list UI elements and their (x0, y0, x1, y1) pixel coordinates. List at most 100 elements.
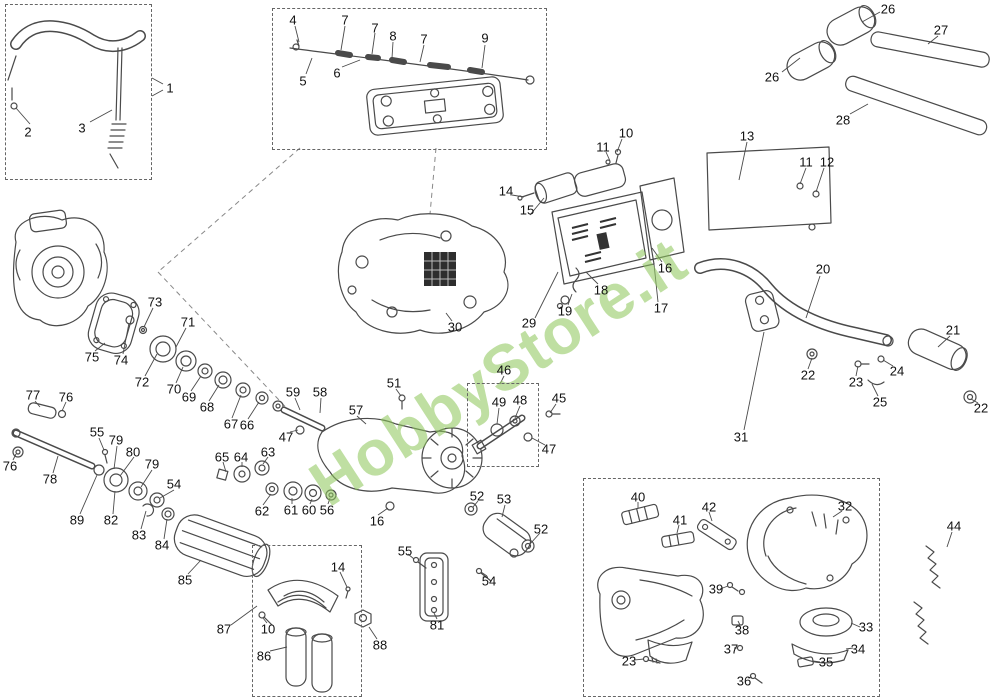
part-label-1: 1 (166, 80, 174, 96)
part-label-42: 42 (701, 499, 717, 515)
tube-27 (870, 31, 990, 68)
blade-41 (661, 531, 695, 548)
bevel-guard-87 (267, 579, 339, 613)
spring-44 (913, 545, 941, 645)
engine-unit (12, 209, 108, 327)
part-label-23: 23 (621, 653, 637, 669)
cable-mount-plate (366, 76, 504, 136)
part-label-86: 86 (256, 648, 272, 664)
gasket-75 (87, 292, 140, 354)
part-label-10: 10 (260, 621, 276, 637)
part-label-72: 72 (134, 374, 150, 390)
part-label-62: 62 (254, 503, 270, 519)
plate-81 (419, 552, 449, 622)
part-label-71: 71 (180, 314, 196, 330)
part-label-37: 37 (723, 641, 739, 657)
part-label-15: 15 (519, 202, 535, 218)
part-label-60: 60 (301, 502, 317, 518)
part-label-26: 26 (880, 1, 896, 17)
part-label-18: 18 (593, 282, 609, 298)
part-label-73: 73 (147, 294, 163, 310)
part-label-85: 85 (177, 572, 193, 588)
part-label-54: 54 (481, 573, 497, 589)
nut-88 (354, 609, 372, 628)
part-label-63: 63 (260, 444, 276, 460)
part-label-16: 16 (657, 260, 673, 276)
part-label-45: 45 (551, 390, 567, 406)
handle-grip-26a (826, 4, 877, 46)
part-label-5: 5 (299, 73, 307, 89)
part-label-30: 30 (447, 319, 463, 335)
part-label-76: 76 (2, 458, 18, 474)
part-label-34: 34 (850, 641, 866, 657)
part-label-44: 44 (946, 518, 962, 534)
part-label-83: 83 (131, 527, 147, 543)
part-label-87: 87 (216, 621, 232, 637)
part-label-76: 76 (58, 389, 74, 405)
part-label-81: 81 (429, 617, 445, 633)
part-label-89: 89 (69, 512, 85, 528)
part-label-61: 61 (283, 502, 299, 518)
part-label-2: 2 (24, 124, 32, 140)
part-label-23: 23 (848, 374, 864, 390)
part-label-7: 7 (371, 20, 379, 36)
part-label-22: 22 (800, 367, 816, 383)
washers-63-65 (216, 460, 270, 483)
part-label-6: 6 (333, 65, 341, 81)
leader-lines (12, 11, 979, 679)
part-label-59: 59 (285, 384, 301, 400)
part-label-16: 16 (369, 513, 385, 529)
part-label-7: 7 (341, 12, 349, 28)
part-label-22: 22 (973, 400, 989, 416)
part-label-70: 70 (166, 381, 182, 397)
crankcase-cover-30 (337, 213, 509, 334)
part-label-66: 66 (239, 417, 255, 433)
part-label-10: 10 (618, 125, 634, 141)
part-label-54: 54 (166, 476, 182, 492)
throttle-cable (289, 39, 535, 85)
part-label-82: 82 (103, 512, 119, 528)
part-label-25: 25 (872, 394, 888, 410)
housing-32 (746, 494, 868, 592)
part-label-68: 68 (199, 399, 215, 415)
part-label-29: 29 (521, 315, 537, 331)
part-label-35: 35 (818, 654, 834, 670)
washers-56-62 (265, 481, 395, 511)
shaft-tube-20 (694, 258, 977, 404)
part-label-67: 67 (223, 416, 239, 432)
bearing-stack (149, 335, 284, 412)
part-label-65: 65 (214, 449, 230, 465)
part-label-41: 41 (672, 512, 688, 528)
part-label-78: 78 (42, 471, 58, 487)
part-label-64: 64 (233, 449, 249, 465)
blade-40 (621, 503, 660, 526)
part-label-26: 26 (764, 69, 780, 85)
part-label-31: 31 (733, 429, 749, 445)
part-label-12: 12 (819, 154, 835, 170)
dashed-box-1 (5, 4, 152, 180)
part-label-19: 19 (557, 303, 573, 319)
part-label-47: 47 (541, 441, 557, 457)
part-label-84: 84 (154, 537, 170, 553)
part-label-74: 74 (113, 352, 129, 368)
part-label-79: 79 (108, 432, 124, 448)
part-label-4: 4 (289, 12, 297, 28)
screws-box3 (258, 586, 351, 626)
part-label-75: 75 (84, 349, 100, 365)
part-label-3: 3 (78, 120, 86, 136)
part-label-13: 13 (739, 128, 755, 144)
part-label-57: 57 (348, 402, 364, 418)
dashed-box-2 (272, 8, 547, 150)
part-label-53: 53 (496, 491, 512, 507)
part-label-8: 8 (389, 28, 397, 44)
part-label-27: 27 (933, 22, 949, 38)
dashed-box-5 (467, 383, 539, 467)
part-label-32: 32 (837, 498, 853, 514)
part-label-69: 69 (181, 389, 197, 405)
part-label-56: 56 (319, 502, 335, 518)
part-label-40: 40 (630, 489, 646, 505)
part-label-11: 11 (596, 139, 610, 155)
part-label-20: 20 (815, 261, 831, 277)
gear-housing (280, 394, 533, 494)
